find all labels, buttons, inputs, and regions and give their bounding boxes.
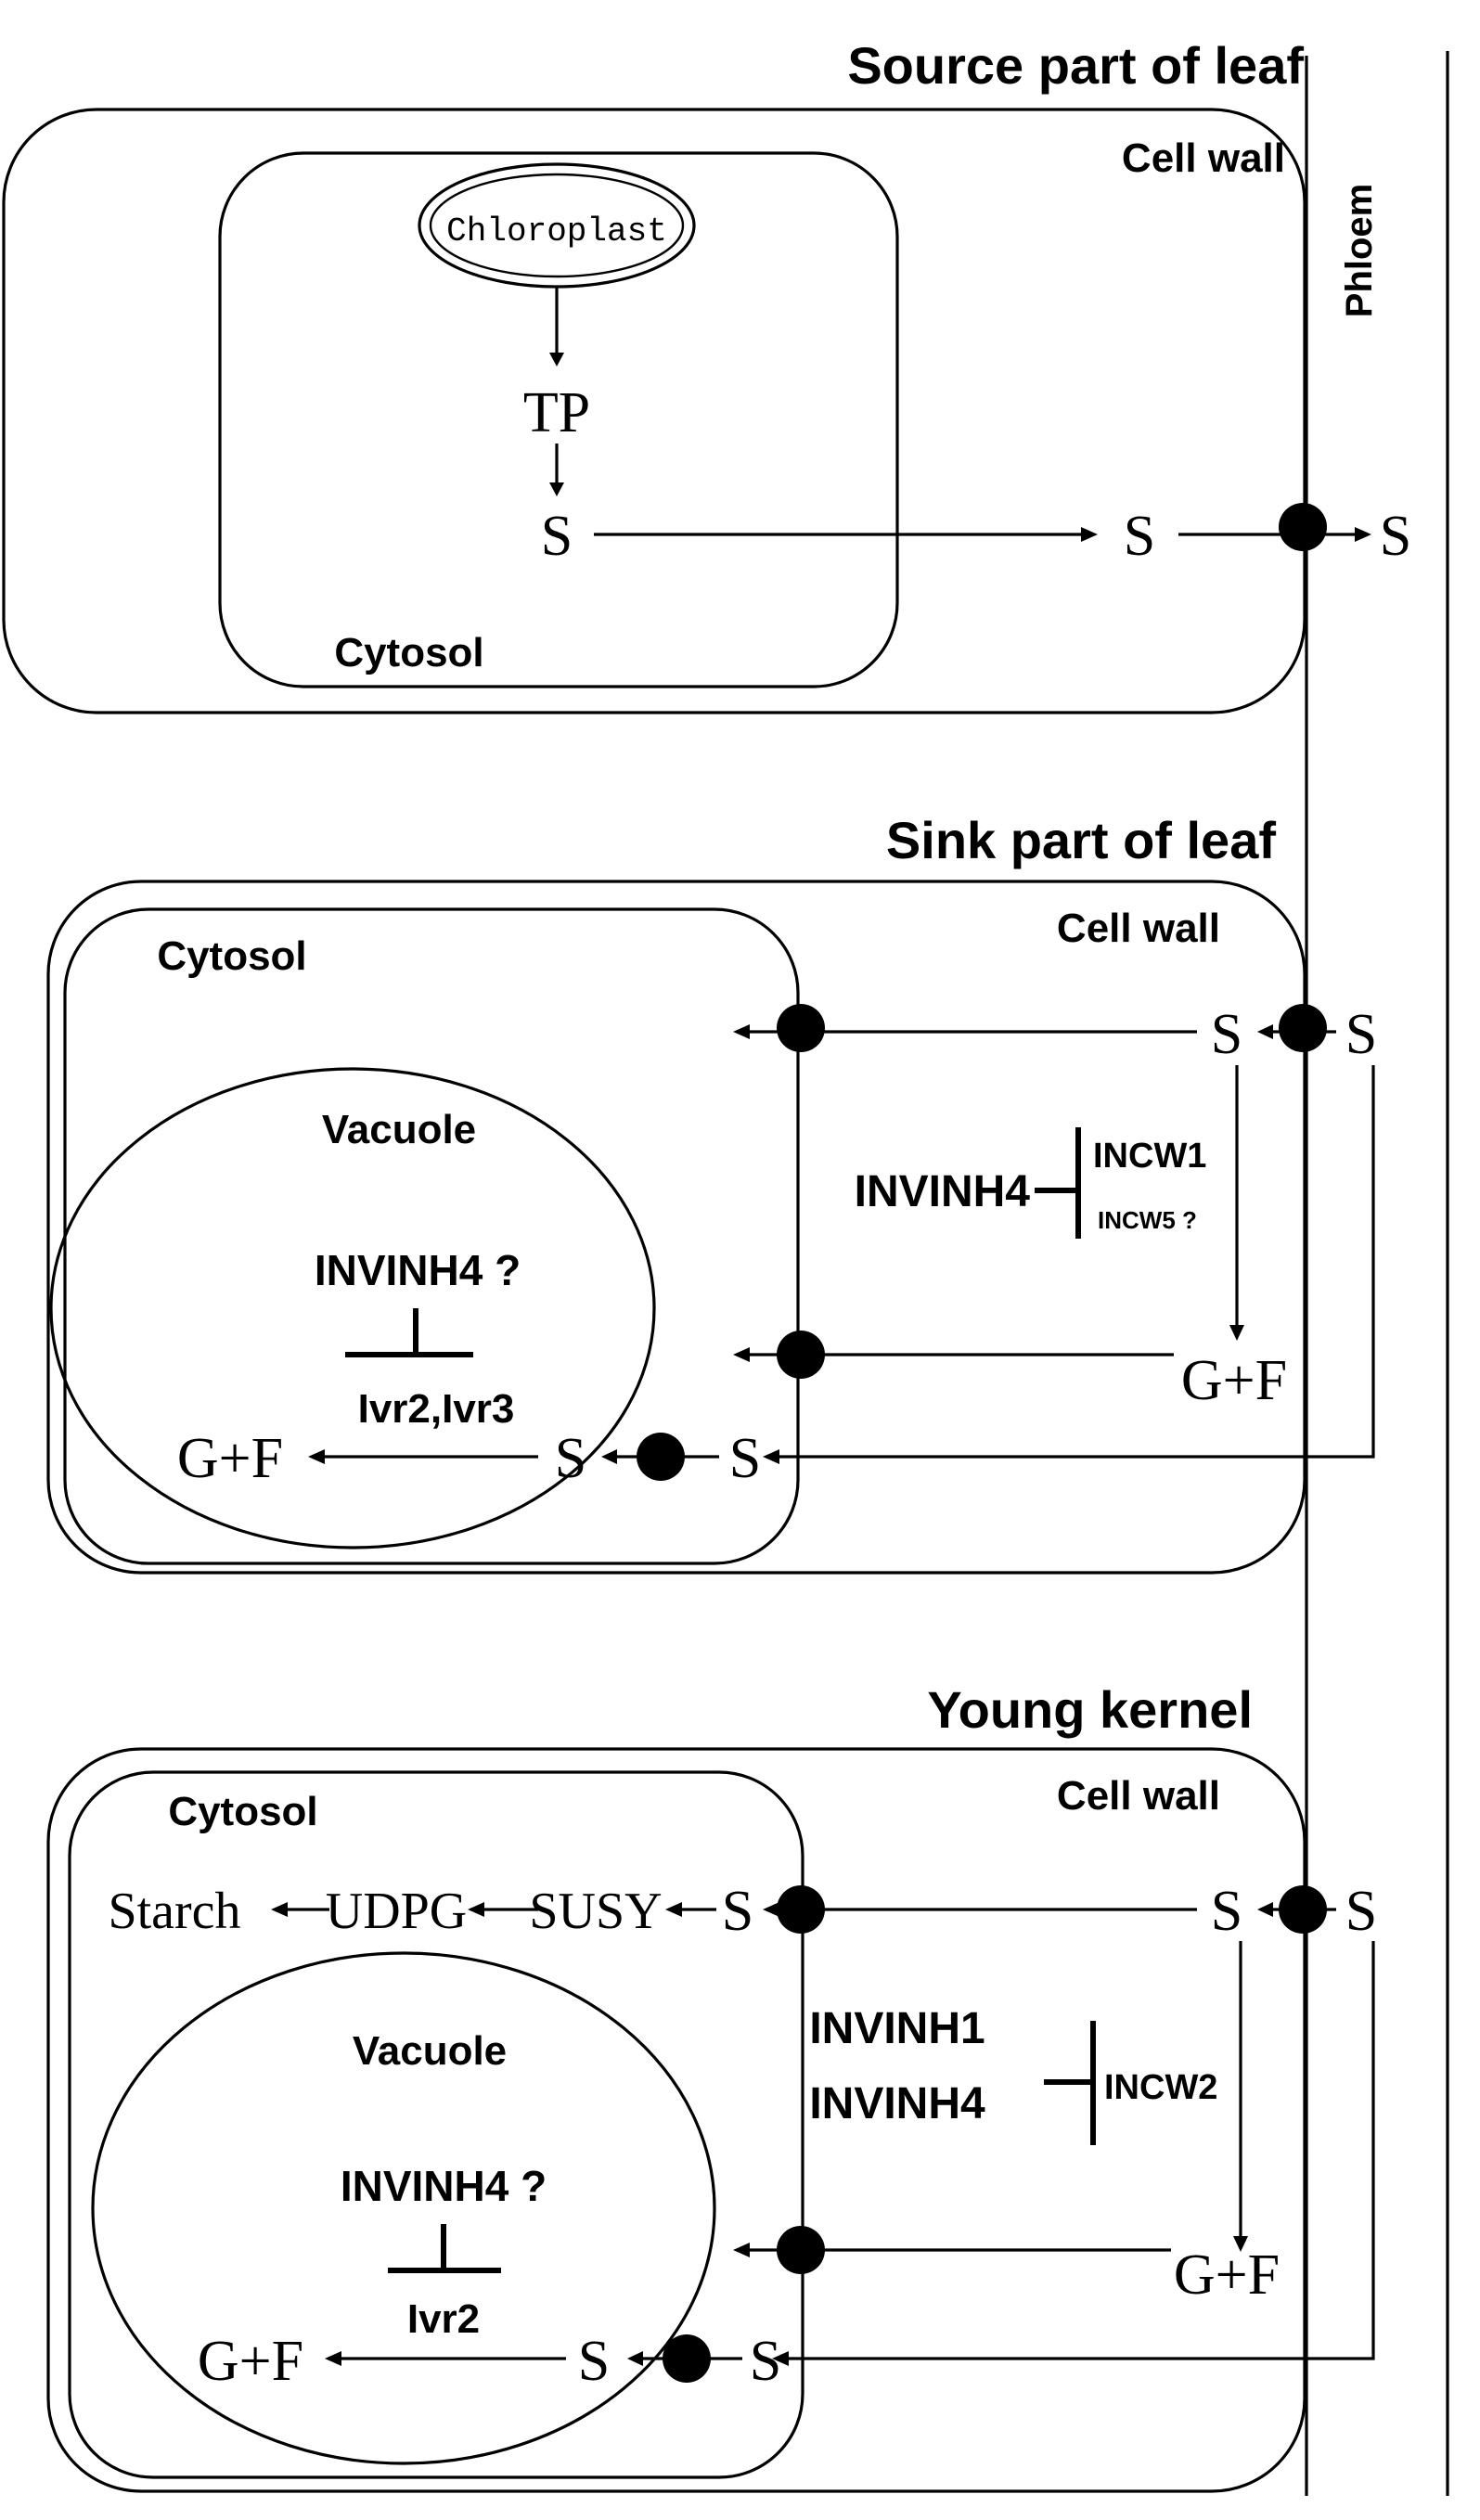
arrowhead xyxy=(733,2243,750,2257)
sink-vacuole-inhibitor: INVINH4 ? xyxy=(315,1246,521,1294)
sink-title: Sink part of leaf xyxy=(886,811,1276,869)
transporter-dot xyxy=(637,1433,685,1481)
transporter-dot xyxy=(1279,1885,1327,1934)
sink-vacuole-label: Vacuole xyxy=(322,1107,476,1152)
arrowhead xyxy=(325,2351,341,2366)
arrowhead xyxy=(601,1449,617,1464)
kernel-vacuole-inhibitor: INVINH4 ? xyxy=(341,2162,547,2210)
kernel-s-cytosol: S xyxy=(750,2330,781,2393)
kernel-cell-wall-label: Cell wall xyxy=(1057,1773,1220,1819)
transporter-dot xyxy=(777,2226,825,2274)
kernel-panel: Young kernel Cell wall Cytosol Starch UD… xyxy=(46,1680,1377,2493)
chloroplast-outer xyxy=(418,162,696,289)
kernel-invinh4: INVINH4 xyxy=(809,2079,985,2128)
kernel-s-vacuole: S xyxy=(578,2330,610,2393)
arrowhead xyxy=(733,1024,750,1039)
kernel-incw2: INCW2 xyxy=(1104,2068,1217,2107)
arrowhead xyxy=(733,1347,750,1362)
source-s-cellwall: S xyxy=(1124,505,1155,568)
arrowhead xyxy=(665,1902,682,1917)
kernel-s-cytosol-top: S xyxy=(722,1880,753,1943)
arrow-phloem-loop xyxy=(789,1941,1375,2360)
transporter-dot xyxy=(777,1004,825,1052)
sink-invinh4: INVINH4 xyxy=(855,1167,1031,1216)
arrowhead xyxy=(1233,2236,1248,2252)
sink-cytosol-label: Cytosol xyxy=(157,933,306,979)
source-s-cytosol: S xyxy=(541,505,573,568)
chloroplast-inner xyxy=(429,173,685,278)
source-s-phloem: S xyxy=(1380,505,1411,568)
source-cell-wall xyxy=(2,108,1306,714)
arrowhead xyxy=(549,353,564,366)
sink-vacuole xyxy=(49,1067,656,1549)
kernel-vacuole-label: Vacuole xyxy=(353,2028,507,2074)
phloem-label: Phloem xyxy=(1339,184,1380,317)
kernel-cytosol-label: Cytosol xyxy=(168,1789,317,1834)
source-panel: Source part of leaf Cell wall Cytosol Ch… xyxy=(2,36,1411,714)
arrowhead xyxy=(1081,527,1098,542)
kernel-s-cellwall: S xyxy=(1211,1880,1242,1943)
source-cytosol-label: Cytosol xyxy=(334,630,483,675)
transporter-dot xyxy=(1279,503,1327,551)
sink-cell-wall-label: Cell wall xyxy=(1057,906,1220,951)
kernel-invinh1: INVINH1 xyxy=(809,2004,985,2053)
arrowhead xyxy=(1257,1024,1273,1039)
arrowhead xyxy=(763,1449,779,1464)
sink-incw5: INCW5 ? xyxy=(1098,1206,1197,1234)
source-cell-wall-label: Cell wall xyxy=(1122,135,1285,181)
source-cytosol xyxy=(218,151,899,688)
arrowhead xyxy=(1229,1325,1244,1341)
transporter-dot xyxy=(777,1331,825,1379)
arrowhead xyxy=(1355,527,1371,542)
sink-gf-cellwall: G+F xyxy=(1181,1349,1287,1412)
tp-label: TP xyxy=(523,381,590,444)
sink-s-phloem: S xyxy=(1345,1003,1377,1066)
kernel-title: Young kernel xyxy=(927,1680,1253,1739)
arrowhead xyxy=(627,2351,643,2366)
kernel-s-phloem: S xyxy=(1345,1880,1377,1943)
kernel-gf-vacuole: G+F xyxy=(198,2330,303,2393)
sink-incw1: INCW1 xyxy=(1093,1137,1206,1176)
arrowhead xyxy=(772,2351,789,2366)
arrow-phloem-loop xyxy=(779,1065,1375,1459)
sink-s-cellwall: S xyxy=(1211,1003,1242,1066)
arrowhead xyxy=(549,482,564,496)
transporter-dot xyxy=(663,2334,711,2383)
arrowhead xyxy=(468,1902,484,1917)
kernel-ivr: Ivr2 xyxy=(407,2296,480,2342)
kernel-vacuole xyxy=(91,1951,716,2465)
sink-gf-vacuole: G+F xyxy=(177,1427,283,1490)
arrowhead xyxy=(1257,1902,1273,1917)
kernel-cell-wall xyxy=(46,1747,1306,2493)
kernel-gf-cellwall: G+F xyxy=(1174,2244,1280,2307)
sink-ivr: Ivr2,Ivr3 xyxy=(358,1386,515,1432)
kernel-cytosol xyxy=(68,1770,804,2479)
arrowhead xyxy=(308,1449,325,1464)
sink-s-vacuole: S xyxy=(555,1427,586,1490)
sink-cell-wall xyxy=(46,880,1306,1575)
arrowhead xyxy=(271,1902,288,1917)
kernel-starch: Starch xyxy=(108,1883,240,1940)
arrowhead xyxy=(763,1902,779,1917)
kernel-susy: SUSY xyxy=(529,1883,662,1940)
sink-cytosol xyxy=(63,907,800,1565)
sink-s-cytosol: S xyxy=(729,1427,761,1490)
sink-panel: Sink part of leaf Cell wall Cytosol S S … xyxy=(46,811,1377,1575)
chloroplast-label: Chloroplast xyxy=(446,212,667,251)
source-title: Source part of leaf xyxy=(847,36,1304,95)
kernel-udpg: UDPG xyxy=(326,1883,467,1940)
transporter-dot xyxy=(1279,1004,1327,1052)
